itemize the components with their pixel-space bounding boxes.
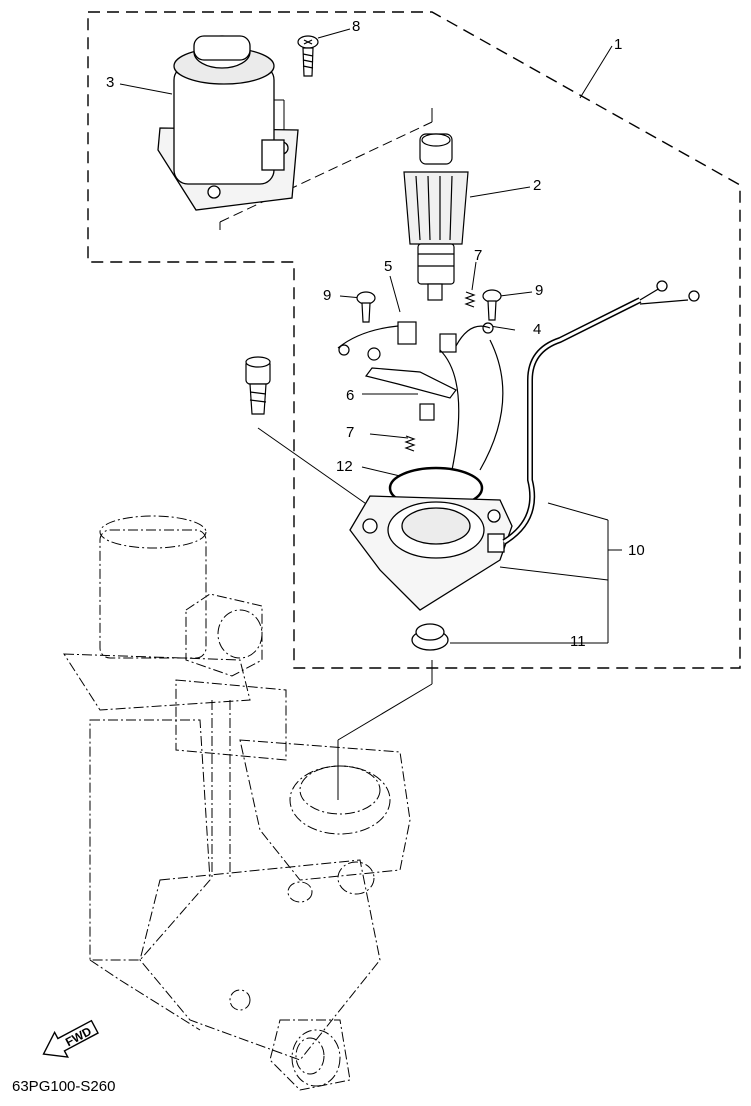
spring-part-7-top xyxy=(464,291,476,308)
callout-7-top: 7 xyxy=(474,247,483,264)
callout-9-right: 9 xyxy=(535,282,544,299)
callout-3: 3 xyxy=(106,74,115,91)
callout-11: 11 xyxy=(570,633,586,650)
callout-4: 4 xyxy=(533,321,542,338)
screw-part-9-right xyxy=(482,289,502,321)
spring-part-7-lower xyxy=(404,435,416,452)
leader-lines xyxy=(119,28,622,644)
brush-holder-part xyxy=(337,321,504,471)
assembly-boundary xyxy=(87,11,741,669)
screw-part-8 xyxy=(297,35,319,77)
callout-2: 2 xyxy=(533,177,542,194)
bolt-part xyxy=(245,356,271,415)
callout-8: 8 xyxy=(352,18,361,35)
washer-part-4 xyxy=(482,322,494,334)
assembly-leader-2 xyxy=(337,683,433,741)
armature-part xyxy=(403,133,469,301)
screw-part-9-left xyxy=(356,291,376,323)
callout-6: 6 xyxy=(346,387,355,404)
grommet-part-11 xyxy=(411,623,449,651)
callout-1: 1 xyxy=(614,36,623,53)
motor-housing-part xyxy=(157,35,299,211)
diagram-code: 63PG100-S260 xyxy=(12,1078,116,1095)
callout-5: 5 xyxy=(384,258,393,275)
callout-12: 12 xyxy=(336,458,353,475)
fwd-arrow-icon: FWD xyxy=(42,1019,99,1058)
callout-10: 10 xyxy=(628,542,645,559)
callout-7-lower: 7 xyxy=(346,424,355,441)
callout-9-left: 9 xyxy=(323,287,332,304)
tilt-trim-unit-outline xyxy=(63,515,411,1091)
end-cover-part xyxy=(349,280,700,611)
